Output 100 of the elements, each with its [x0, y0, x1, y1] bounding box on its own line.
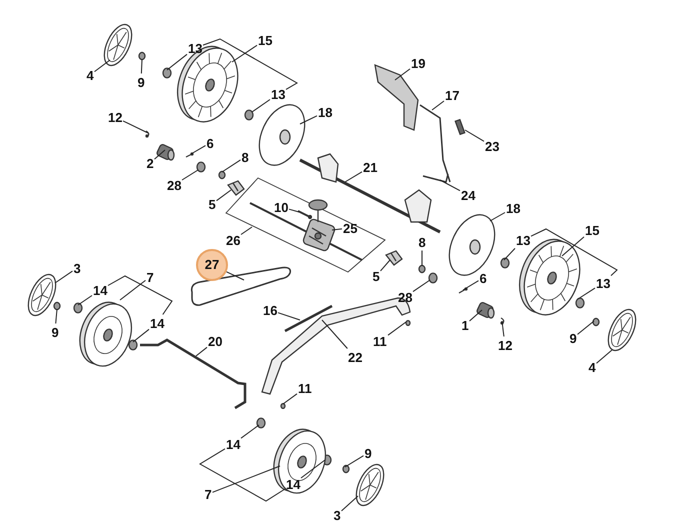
leader-line	[222, 159, 241, 172]
bracket	[530, 228, 618, 276]
callout-number: 13	[596, 276, 610, 290]
hubcap	[28, 274, 56, 316]
leader-line	[216, 190, 232, 202]
callout-number: 26	[226, 232, 240, 248]
bushing	[156, 143, 175, 161]
leader-line	[578, 288, 596, 300]
axle-bar	[140, 338, 246, 410]
callout-number: 10	[274, 200, 288, 214]
callout-number: 13	[271, 86, 286, 102]
callout-number: 14	[93, 282, 108, 298]
callout-number: 14	[286, 476, 300, 492]
leader-line	[288, 208, 300, 212]
hubcap	[356, 464, 384, 506]
bracket	[108, 275, 173, 315]
washer	[218, 170, 226, 180]
hubcap	[104, 24, 132, 66]
washer	[73, 302, 83, 314]
leader-line	[596, 350, 612, 364]
nut	[53, 302, 61, 310]
callout-number: 14	[226, 436, 240, 452]
leader-line	[278, 312, 300, 320]
leader-line	[226, 271, 244, 280]
washer	[256, 418, 266, 428]
callout-number: 7	[204, 486, 212, 502]
callout-number: 20	[208, 334, 222, 348]
pin	[458, 287, 468, 294]
leader-line	[562, 236, 584, 256]
nut	[592, 318, 600, 326]
leader-line	[120, 280, 146, 300]
callout-number: 14	[150, 316, 164, 330]
callout-number: 15	[258, 32, 272, 48]
callout-number: 18	[318, 104, 332, 120]
drive-axle	[299, 153, 441, 234]
callout-number: 6	[480, 270, 487, 286]
callout-number: 25	[343, 220, 358, 236]
leader-line	[166, 54, 188, 70]
washer	[418, 264, 426, 274]
leader-line	[78, 295, 92, 306]
leader-line	[388, 322, 406, 336]
leader-line	[240, 226, 252, 235]
leader-line	[54, 270, 73, 284]
wheel	[79, 302, 132, 367]
callout-number: 11	[298, 380, 312, 396]
washer	[500, 258, 510, 268]
leader-line	[282, 393, 298, 404]
leader-line	[464, 130, 484, 142]
callout-number: 13	[516, 232, 530, 248]
clip	[145, 130, 150, 138]
callout-number: 5	[208, 196, 216, 212]
pin	[186, 152, 194, 158]
leader-line	[341, 496, 358, 512]
leader-line	[469, 310, 482, 322]
callout-number: 16	[263, 302, 278, 318]
callout-number: 7	[146, 270, 154, 284]
leader-line	[132, 328, 150, 342]
leader-line	[240, 424, 260, 439]
callout-number: 23	[485, 138, 500, 154]
callout-number: 8	[418, 234, 426, 250]
pin	[298, 210, 312, 220]
washer	[428, 272, 438, 284]
frame-outline	[225, 177, 386, 273]
bushing	[476, 301, 495, 319]
leader-line	[412, 280, 430, 292]
callout-number: 4	[588, 360, 596, 374]
leader-line	[332, 228, 342, 230]
callout-number: 11	[373, 334, 387, 348]
wheel	[177, 46, 238, 122]
leader-line	[344, 171, 362, 182]
leader-line	[300, 460, 326, 478]
callout-number: 24	[461, 188, 476, 202]
knob	[385, 250, 403, 266]
callout-number: 6	[206, 136, 214, 150]
washer	[196, 162, 206, 172]
leader-line	[154, 150, 166, 160]
disc	[258, 104, 306, 166]
nut	[405, 320, 411, 326]
callout-number: 9	[364, 446, 372, 460]
leader-line	[140, 58, 142, 74]
callout-number: 9	[52, 324, 59, 340]
leader-line	[490, 212, 506, 222]
knob	[227, 180, 245, 196]
leader-line	[440, 180, 460, 192]
leader-line	[394, 68, 410, 80]
callout-number: 15	[585, 222, 600, 238]
wheel	[273, 428, 326, 494]
nut	[342, 464, 350, 474]
callout-number: 4	[86, 68, 94, 82]
callout-number: 12	[498, 338, 512, 352]
callout-number: 28	[167, 178, 182, 192]
callout-number: 5	[372, 268, 380, 284]
callout-number: 22	[348, 350, 362, 364]
callout-number: 21	[363, 160, 378, 174]
leader-line	[212, 466, 280, 493]
gearbox	[302, 199, 336, 252]
leader-line	[577, 320, 594, 335]
callout-number: 19	[411, 56, 426, 70]
washer	[575, 298, 585, 308]
nut	[138, 52, 146, 60]
